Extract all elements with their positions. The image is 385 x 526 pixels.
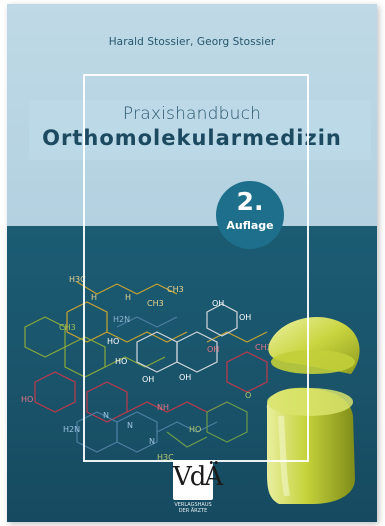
mol-label: OH [239,313,251,322]
mol-label: HO [107,337,119,346]
edition-badge: 2. Auflage [216,181,284,249]
mol-label: OH [207,345,219,354]
mol-label: HO [189,425,201,434]
book-authors: Harald Stossier, Georg Stossier [108,36,276,48]
molecule-illustration: H3C CH3 CH3 H H H2N CH3 HO OH OH OH HO O… [21,275,272,462]
mol-label: NH [157,403,169,412]
mol-label: H [91,293,97,302]
mol-label: O [245,391,251,400]
publisher-name-line1: VERLAGSHAUS [174,502,212,508]
capsule-top-half [268,316,360,374]
mol-label: OH [212,299,224,308]
mol-label: H3C [69,275,86,284]
molecule-chain-yellow [66,281,268,343]
mol-label: CH3 [255,343,272,352]
edition-number: 2. [236,187,264,216]
capsule-bottom-half [266,387,355,504]
mol-label: OH [142,375,154,384]
book-title: Orthomolekularmedizin [42,126,342,150]
mol-label: H [125,293,131,302]
mol-label: H2N [63,425,80,434]
mol-label: OH [179,373,191,382]
mol-label: CH3 [147,299,164,308]
cover-frame [83,74,309,462]
mol-label: N [149,437,155,446]
mol-label: HO [115,357,127,366]
publisher-name: VERLAGSHAUS DER ÄRZTE [153,502,233,514]
mol-label: H3C [157,453,174,462]
title-band [29,100,371,160]
mol-label: H2N [113,315,130,324]
molecule-ring-olive [166,401,248,448]
mol-label: N [103,411,109,420]
molecule-ring-white [136,303,238,373]
publisher-logo: VdÄ [173,460,223,500]
mol-label: HO [21,395,33,404]
mol-label: N [127,421,133,430]
mol-label: CH3 [59,323,76,332]
mol-label: CH3 [167,285,184,294]
edition-label: Auflage [226,219,274,232]
book-subtitle: Praxishandbuch [122,104,262,124]
capsule-illustration [266,316,360,504]
molecule-ring-green [24,316,166,378]
publisher-name-line2: DER ÄRZTE [178,508,208,514]
publisher-logo-text: VdÄ [173,462,223,492]
book-cover: Harald Stossier, Georg Stossier Praxisha… [7,4,377,522]
